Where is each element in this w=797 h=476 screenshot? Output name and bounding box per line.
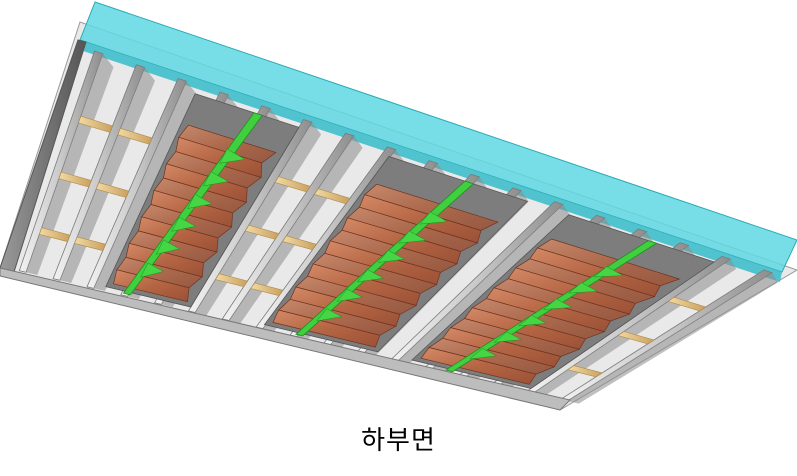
- stiffener-gusset: [567, 282, 599, 294]
- wood-crosspiece: [95, 182, 130, 198]
- stiffener-gusset: [171, 216, 197, 232]
- wood-crosspiece: [215, 273, 248, 288]
- stiffener-gusset: [542, 298, 573, 310]
- stiffener-gusset: [518, 314, 548, 327]
- steel-beam-shadow: [195, 122, 322, 316]
- stiffener-gusset: [593, 266, 624, 278]
- stiffener-gusset: [419, 211, 449, 225]
- stiffener-gusset: [493, 331, 523, 343]
- wood-crosspiece: [117, 127, 153, 145]
- stiffener-gusset: [187, 193, 213, 209]
- wood-crosspiece: [567, 365, 603, 378]
- wood-crosspiece: [39, 227, 71, 242]
- stiffener-gusset: [203, 171, 230, 187]
- corrugated-panels: [105, 93, 715, 389]
- wood-crosspieces: [39, 115, 707, 378]
- corrugation-fold: [272, 309, 381, 348]
- corrugated-panel: [411, 214, 715, 389]
- stiffener-gusset: [316, 308, 343, 322]
- steel-beam-shadow: [533, 259, 737, 396]
- stiffener-gusset: [377, 249, 406, 263]
- corrugation-fold: [420, 347, 537, 385]
- corrugated-panel: [105, 93, 300, 308]
- steel-beam-shadow: [93, 81, 197, 291]
- wood-crosspiece: [74, 236, 107, 251]
- stiffener-gusset: [140, 262, 165, 278]
- wood-crosspiece: [313, 188, 351, 205]
- steel-beam-shadow: [398, 204, 571, 364]
- stiffener-gusset: [398, 230, 427, 244]
- stiffener-gusset: [155, 239, 181, 255]
- steel-beam-shadow: [229, 135, 363, 324]
- steel-beam-shadow: [567, 272, 778, 404]
- wood-crosspiece: [244, 224, 280, 240]
- corrugation-fold: [113, 269, 190, 303]
- wood-crosspiece: [78, 115, 113, 133]
- wood-crosspiece: [617, 331, 655, 345]
- stiffener-gusset: [336, 288, 364, 302]
- stiffener-gusset: [356, 269, 385, 283]
- stiffener-gusset: [468, 348, 498, 360]
- wood-crosspiece: [58, 171, 92, 188]
- wood-crosspiece: [274, 176, 311, 193]
- caption-label: 하부면: [361, 426, 436, 456]
- wood-crosspiece: [667, 296, 707, 312]
- wood-crosspiece: [282, 235, 317, 251]
- corrugated-panel: [263, 156, 529, 353]
- stiffener-gusset: [219, 148, 246, 164]
- wood-crosspiece: [250, 282, 284, 297]
- steel-beam-shadow: [59, 67, 155, 283]
- bottom-edge-beam: [0, 267, 571, 411]
- steel-beam-shadow: [26, 53, 114, 275]
